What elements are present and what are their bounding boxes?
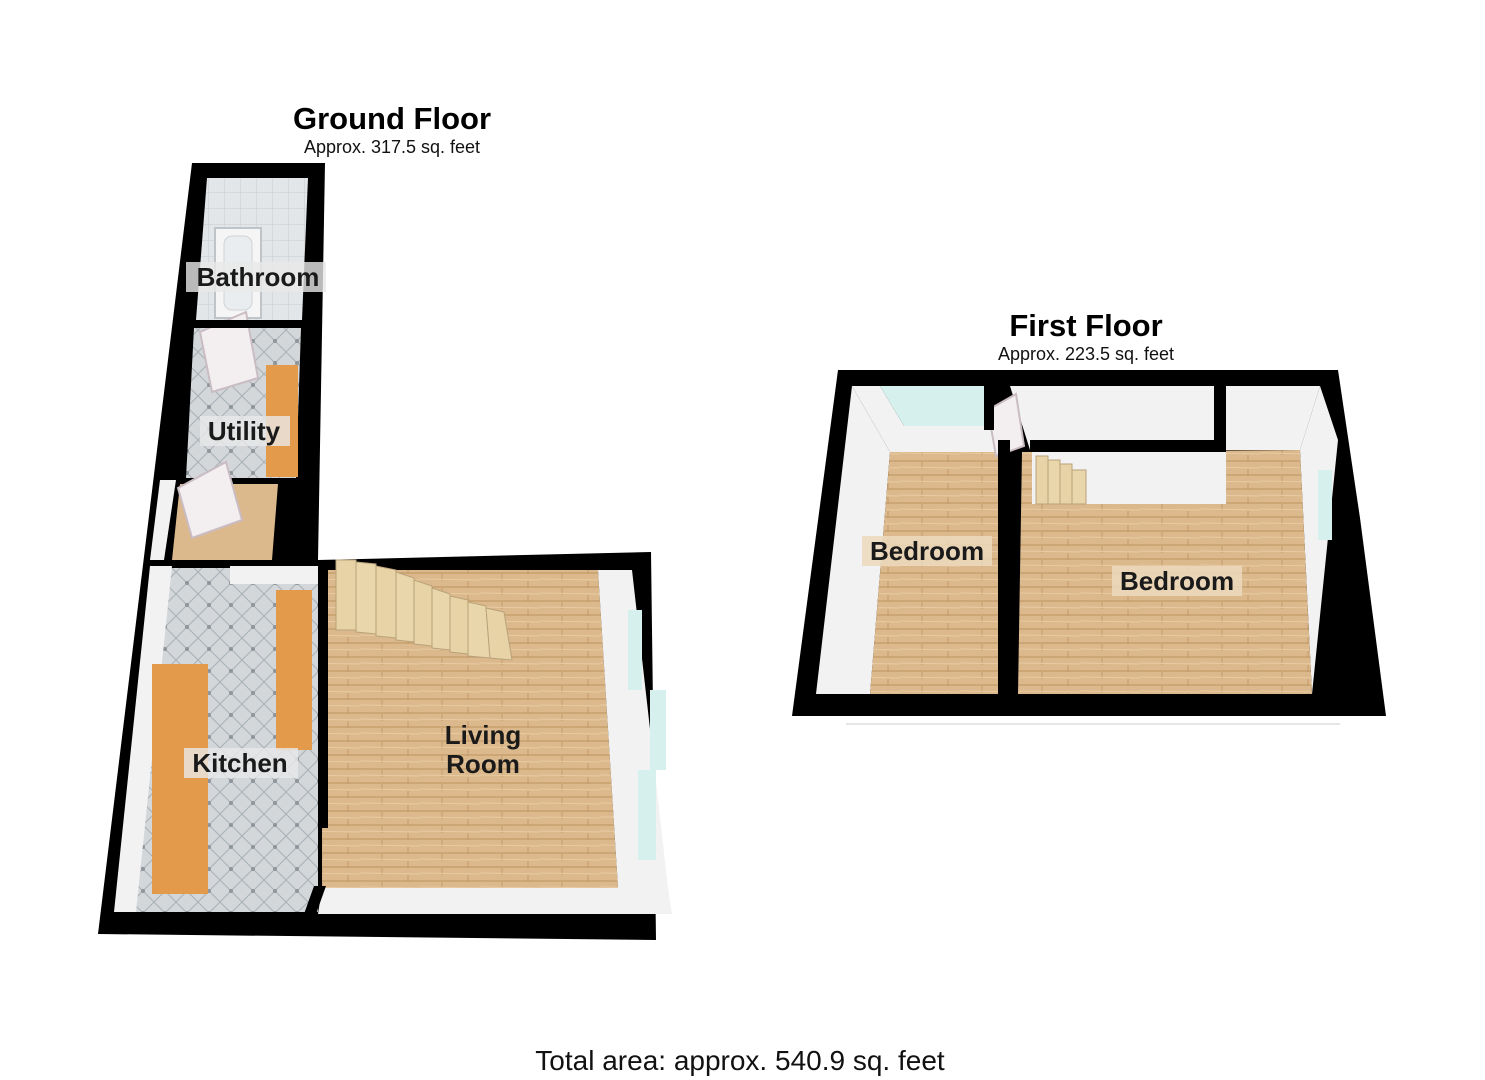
room-label-bedroom-left: Bedroom [870,536,984,566]
bedroom-right-back-wall [1010,386,1320,450]
ground-floor-stairs [335,559,513,661]
hall-inner-wall [150,480,176,560]
ground-floor-title: Ground Floor [293,101,491,136]
bedroom-right-cupboard [1092,452,1226,504]
bedroom-left-back-wall [852,386,996,452]
total-area: Total area: approx. 540.9 sq. feet [535,1045,945,1076]
first-floor-plan [792,370,1386,725]
first-floor-area: Approx. 223.5 sq. feet [998,344,1174,364]
living-window-1 [628,610,642,690]
living-room-floor [322,570,618,888]
first-floor-door [986,392,1026,458]
first-floor-title: First Floor [1009,308,1162,343]
room-label-kitchen: Kitchen [192,748,287,778]
bedroom-left-window [880,386,990,426]
living-room-bottom-wall [318,888,672,914]
living-window-2 [650,690,666,770]
wall-upper-divider [984,370,994,430]
kitchen-partition [230,566,322,584]
bedroom-right-window [1318,470,1332,540]
wall-kitchen-living [318,566,328,828]
kitchen-counter-left [152,664,208,894]
room-label-living-room-line2: Room [446,749,520,779]
room-label-utility: Utility [208,416,281,446]
bedroom-left-side-wall [816,386,890,694]
wall-top-divider [1030,440,1226,452]
utility-door [198,310,260,394]
hall-door [176,460,244,540]
bedroom-left-floor [870,452,1000,694]
kitchen-counter-right [276,590,312,750]
ground-floor-plan [98,163,672,940]
kitchen-left-wall [114,566,172,912]
first-floor-stairs [1032,452,1092,505]
wall-utility-bath [194,320,304,328]
room-label-bedroom-right: Bedroom [1120,566,1234,596]
ground-floor-area: Approx. 317.5 sq. feet [304,137,480,157]
living-window-3 [638,770,656,860]
wall-door-divider [304,886,326,914]
room-label-living-room-line1: Living [445,720,522,750]
wall-cupboard [1214,386,1226,442]
wall-between-bedrooms [998,440,1010,696]
room-label-bathroom: Bathroom [197,262,320,292]
